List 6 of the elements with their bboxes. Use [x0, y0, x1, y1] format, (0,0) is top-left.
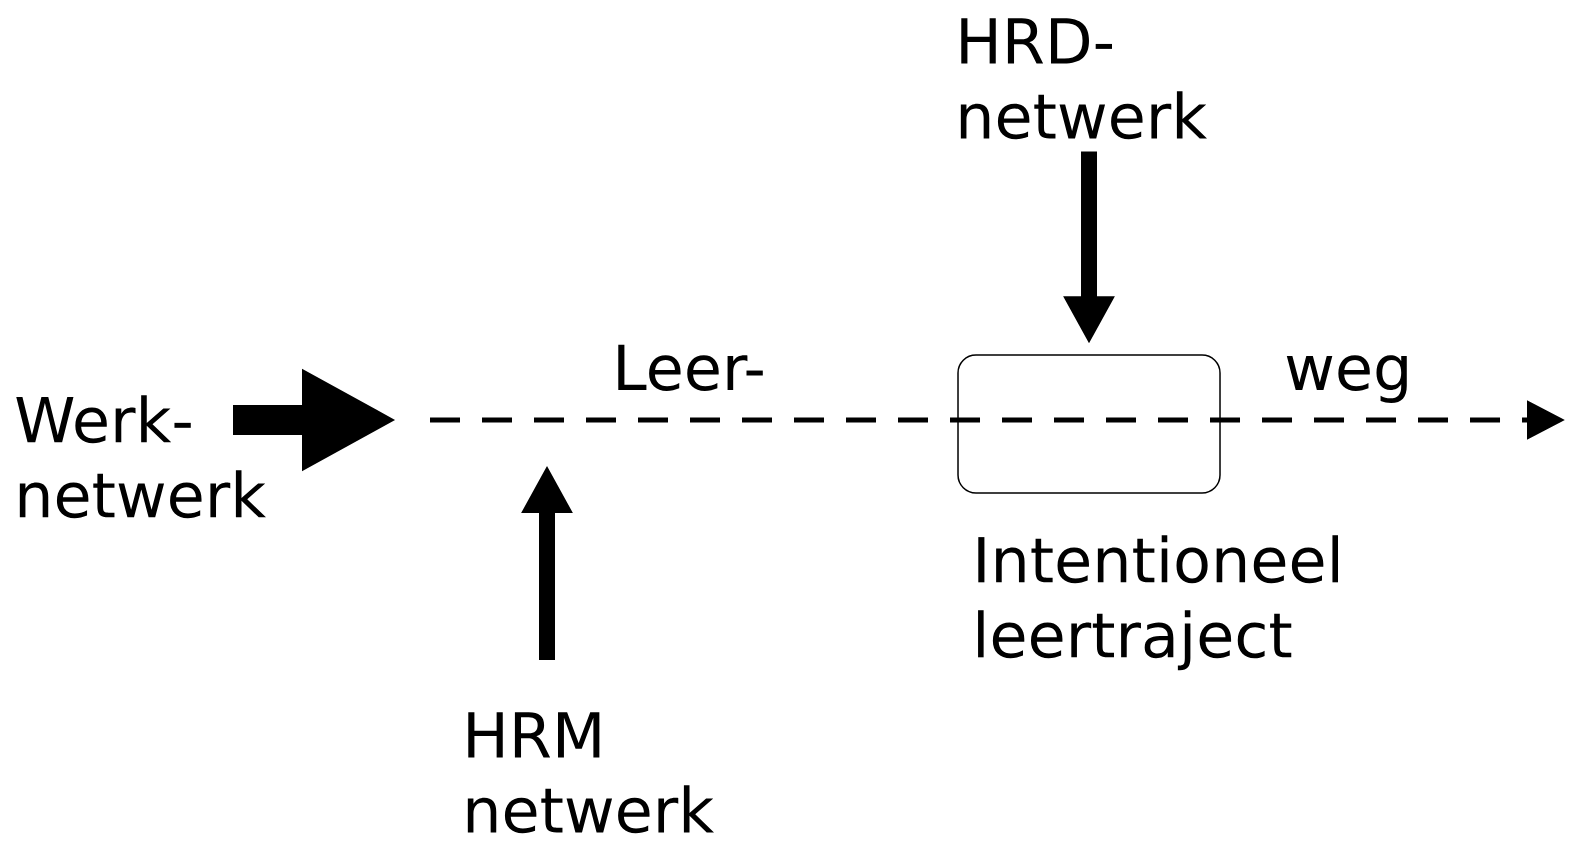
network-label: HRM netwerk [467, 712, 714, 834]
path-label: Leer- [618, 344, 763, 391]
box-caption: Intentioneel leertraject [978, 535, 1338, 671]
path-label: weg [1286, 355, 1407, 403]
network-label: Werk- netwerk [16, 395, 266, 519]
network-label: HRD- netwerk [960, 18, 1207, 140]
